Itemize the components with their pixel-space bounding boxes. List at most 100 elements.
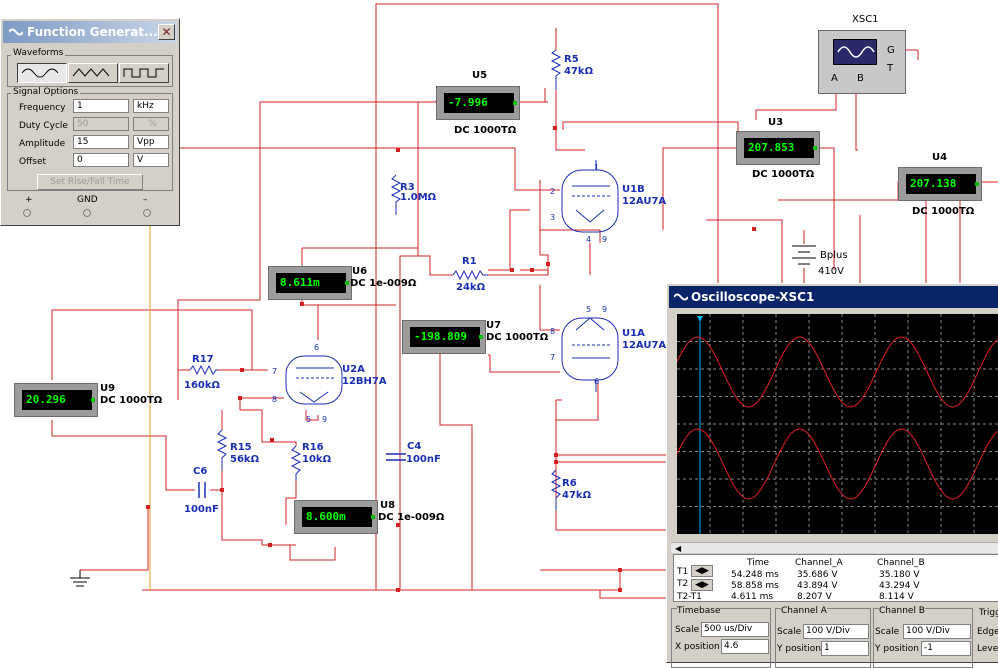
capacitor-symbols [198, 453, 406, 498]
xsc1-screen-icon [833, 39, 877, 65]
frequency-input[interactable]: 1 [73, 99, 129, 113]
battery-symbol [792, 245, 816, 265]
u4-mode: DC 1000TΩ [912, 206, 975, 217]
signal-options-group [7, 93, 173, 191]
scroll-left-icon[interactable]: ◀ [675, 544, 682, 553]
meter-terminal[interactable] [813, 146, 817, 150]
sine-wave-button[interactable] [17, 63, 67, 83]
c6-value: 100nF [184, 504, 219, 515]
cursor-t1-arrows[interactable]: ◀▶ [691, 565, 713, 577]
r6-value: 47kΩ [562, 490, 592, 501]
pin-label: 9 [602, 305, 608, 314]
meter-u4[interactable]: 207.138 [898, 167, 982, 201]
u7-mode: DC 1000TΩ [486, 332, 549, 343]
channel-a-scale-label: Scale [777, 627, 802, 637]
meter-terminal[interactable] [513, 101, 517, 105]
meter-u9[interactable]: 20.296 [14, 383, 98, 417]
triangle-wave-button[interactable] [68, 63, 118, 83]
meter-terminal[interactable] [91, 398, 95, 402]
terminal-plus[interactable] [23, 209, 31, 217]
trigger-level-label: Leve [977, 644, 998, 654]
row-label-t2-t1: T2-T1 [677, 592, 702, 602]
pin-label: 4 [586, 235, 592, 244]
meter-u7[interactable]: -198.809 [402, 320, 486, 354]
duty-cycle-label: Duty Cycle [19, 121, 68, 131]
cursor-t1-marker[interactable] [697, 316, 703, 322]
oscilloscope-titlebar[interactable]: Oscilloscope-XSC1 [669, 286, 998, 308]
meter-u6[interactable]: 8.611m [268, 266, 352, 300]
pin-label: 8 [550, 327, 556, 336]
meter-terminal[interactable] [479, 335, 483, 339]
screen-scrollbar[interactable]: ◀ [671, 542, 998, 553]
measurement-panel [673, 554, 998, 602]
xsc1-port-g: G [887, 45, 895, 56]
row-label-t2: T2 [677, 579, 689, 589]
square-wave-button[interactable] [119, 63, 169, 83]
timebase-group [671, 608, 771, 668]
c6-ref: C6 [193, 466, 208, 477]
channel-a-ypos-input[interactable]: 1 [821, 641, 869, 656]
r3-ref: R3 [400, 182, 415, 193]
u2a-part: 12BH7A [342, 376, 387, 387]
terminal-gnd[interactable] [83, 209, 91, 217]
multisim-icon [674, 293, 688, 301]
frequency-unit-select[interactable]: kHz [133, 99, 169, 113]
pin-label: 7 [272, 367, 278, 376]
xsc1-component[interactable]: A B G T [818, 30, 906, 94]
sine-wave-icon [21, 68, 59, 78]
pin-label: 3 [550, 213, 556, 222]
close-button[interactable]: ✕ [158, 24, 175, 40]
schematic-canvas[interactable] [0, 0, 998, 650]
pin-label: 2 [550, 187, 556, 196]
offset-input[interactable]: 0 [73, 153, 129, 167]
u3-ref: U3 [768, 117, 784, 128]
signal-options-label: Signal Options [11, 87, 81, 97]
meter-terminal[interactable] [345, 281, 349, 285]
row-t1-a: 35.686 V [797, 570, 838, 580]
timebase-xpos-input[interactable]: 4.6 [721, 639, 769, 654]
timebase-scale-input[interactable]: 500 us/Div [701, 622, 769, 637]
xsc1-port-t: T [887, 63, 894, 74]
duty-cycle-input[interactable]: 50 [73, 117, 129, 131]
r15-ref: R15 [230, 442, 252, 453]
u7-ref: U7 [486, 320, 502, 331]
amplitude-input[interactable]: 15 [73, 135, 129, 149]
terminal-minus[interactable] [143, 209, 151, 217]
meter-terminal[interactable] [975, 182, 979, 186]
u4-ref: U4 [932, 152, 948, 163]
trace-channel-a [676, 336, 998, 408]
meter-terminal[interactable] [371, 515, 375, 519]
u5-mode: DC 1000TΩ [454, 125, 517, 136]
xsc1-port-b: B [857, 73, 864, 84]
oscilloscope-screen[interactable] [676, 314, 998, 534]
cursor-t2-arrows[interactable]: ◀▶ [691, 579, 713, 591]
bplus-value: 410V [818, 266, 844, 277]
meter-u3[interactable]: 207.853 [736, 131, 820, 165]
xsc1-port-a: A [831, 73, 838, 84]
function-generator-window[interactable]: Function Generat... ✕ Waveforms Signal O… [0, 18, 180, 226]
r5-value: 47kΩ [564, 66, 594, 77]
r5-ref: R5 [564, 54, 579, 65]
u2a-ref: U2A [342, 364, 365, 375]
channel-b-ypos-input[interactable]: -1 [921, 641, 971, 656]
set-rise-fall-button[interactable]: Set Rise/Fall Time [37, 174, 143, 190]
meter-u5-display: -7.996 [444, 93, 514, 113]
meter-u8[interactable]: 8.600m [294, 500, 378, 534]
channel-b-scale-input[interactable]: 100 V/Div [903, 624, 971, 639]
u9-ref: U9 [100, 383, 116, 394]
r16-ref: R16 [302, 442, 324, 453]
offset-unit-select[interactable]: V [133, 153, 169, 167]
meter-u3-display: 207.853 [744, 138, 814, 158]
channel-a-scale-input[interactable]: 100 V/Div [803, 624, 869, 639]
row-delta-a: 8.207 V [797, 592, 832, 602]
row-t1-time: 54.248 ms [731, 570, 779, 580]
amplitude-unit-select[interactable]: Vpp [133, 135, 169, 149]
pin-label: 7 [550, 353, 556, 362]
oscilloscope-window[interactable]: Oscilloscope-XSC1 ◀ Time Channel_A Chann… [666, 283, 998, 668]
tube-u1b-envelope [561, 169, 619, 233]
meter-u5[interactable]: -7.996 [436, 86, 520, 120]
pin-label: 9 [602, 235, 608, 244]
xsc1-ref: XSC1 [852, 14, 879, 25]
tube-u1a-envelope [561, 317, 619, 381]
function-generator-titlebar[interactable]: Function Generat... ✕ [3, 21, 177, 43]
